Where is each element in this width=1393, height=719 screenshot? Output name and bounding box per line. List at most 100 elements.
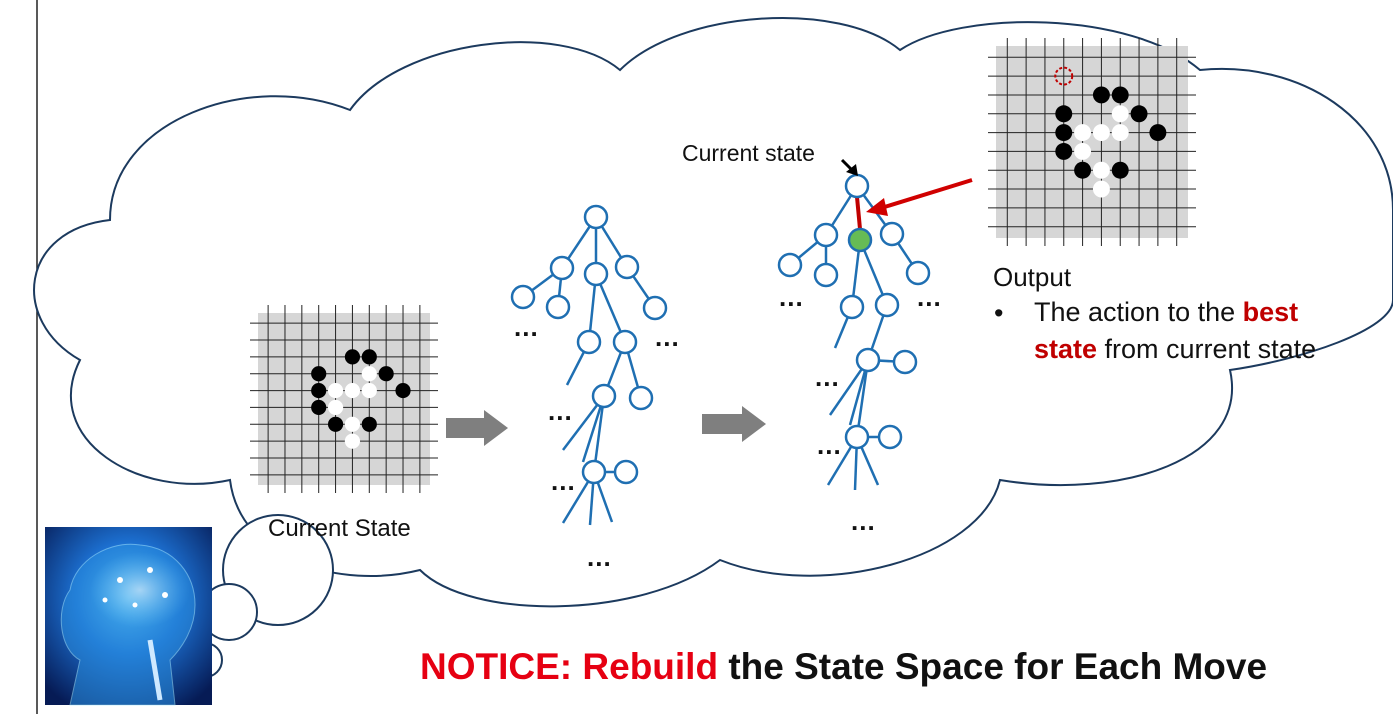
tree-node (844, 173, 870, 199)
tree-node (545, 294, 571, 320)
black-stone (378, 366, 394, 382)
output-bullet: • (994, 298, 1004, 328)
red-output-arrow (866, 178, 973, 216)
black-stone (1130, 105, 1148, 123)
tree-edge (855, 359, 870, 438)
go-board-output (988, 38, 1196, 246)
ellipsis: ... (551, 466, 576, 496)
white-stone (361, 366, 377, 382)
best-state-node (847, 227, 873, 253)
output-line-2: state from current state (1034, 334, 1316, 365)
tree-node (844, 424, 870, 450)
ellipsis: ... (917, 282, 942, 312)
notice-rest: the State Space for Each Move (718, 646, 1268, 687)
ellipsis: ... (655, 322, 680, 352)
search-tree (510, 204, 668, 526)
tree-node (877, 424, 903, 450)
black-stone (361, 416, 377, 432)
tree-node (581, 459, 607, 485)
tree-node (614, 254, 640, 280)
tree-node (813, 262, 839, 288)
black-stone (1111, 161, 1129, 179)
output-line1-text: The action to the (1034, 297, 1243, 327)
tree-node (576, 329, 602, 355)
white-stone (1092, 124, 1110, 142)
search-tree-rebuilt (777, 173, 931, 491)
black-stone (327, 416, 344, 432)
white-stone (1074, 124, 1092, 142)
tree-node (642, 295, 668, 321)
ellipsis: ... (779, 282, 804, 312)
tree-node (874, 292, 900, 318)
tree-node (510, 284, 536, 310)
tree-node (777, 252, 803, 278)
tree-node (839, 294, 865, 320)
tree-node (591, 383, 617, 409)
black-stone (361, 349, 377, 365)
current-state-label: Current State (268, 515, 411, 542)
go-board-current (250, 305, 438, 493)
current-state-pointer-arrow (840, 158, 858, 176)
output-state-highlight: state (1034, 334, 1098, 364)
white-stone (327, 382, 344, 399)
black-stone (344, 349, 361, 365)
board-background (258, 313, 430, 485)
ellipsis: ... (548, 396, 573, 426)
black-stone (1074, 161, 1092, 179)
tree-node (583, 204, 609, 230)
output-title: Output (993, 262, 1072, 292)
white-stone (344, 416, 361, 432)
tree-node (879, 221, 905, 247)
black-stone (395, 382, 411, 399)
black-stone (311, 366, 327, 382)
black-stone (1055, 105, 1073, 123)
tree-node (613, 459, 639, 485)
best-move-edge (855, 196, 862, 230)
tree-edge (594, 273, 627, 343)
white-stone (344, 382, 361, 399)
white-stone (1092, 161, 1110, 179)
tree-node (855, 347, 881, 373)
suggested-move-marker (1054, 66, 1074, 86)
white-stone (1111, 105, 1129, 123)
black-stone (1092, 86, 1110, 104)
tree-node (612, 329, 638, 355)
tree-node (905, 260, 931, 286)
tree-edge (592, 395, 606, 473)
gray-arrow-1 (446, 410, 508, 446)
output-line-1: The action to the best (1034, 297, 1298, 328)
ellipsis: ... (851, 506, 876, 536)
output-line2-text: from current state (1097, 334, 1317, 364)
ellipsis: ... (514, 312, 539, 342)
white-stone (361, 382, 377, 399)
notice-rebuild: Rebuild (582, 646, 719, 687)
tree-current-state-label: Current state (682, 140, 815, 166)
board-background (996, 46, 1188, 238)
gray-arrow-2 (702, 406, 766, 442)
black-stone (1055, 124, 1073, 142)
black-stone (311, 382, 327, 399)
white-stone (344, 433, 361, 449)
ellipsis: ... (587, 542, 612, 572)
notice-banner: NOTICE: Rebuild the State Space for Each… (420, 646, 1267, 688)
white-stone (1092, 180, 1110, 198)
tree-node (583, 261, 609, 287)
black-stone (1149, 124, 1167, 142)
tree-node (549, 255, 575, 281)
black-stone (1055, 142, 1073, 160)
tree-node (813, 222, 839, 248)
ellipsis: ... (815, 362, 840, 392)
white-stone (327, 399, 344, 416)
tree-node (892, 349, 918, 375)
white-stone (1074, 142, 1092, 160)
brain-image (45, 527, 212, 706)
white-stone (1111, 124, 1129, 142)
output-best-highlight: best (1242, 297, 1299, 327)
black-stone (311, 399, 327, 416)
ellipsis: ... (817, 430, 842, 460)
tree-node (628, 385, 654, 411)
black-stone (1111, 86, 1129, 104)
notice-prefix: NOTICE: (420, 646, 583, 687)
